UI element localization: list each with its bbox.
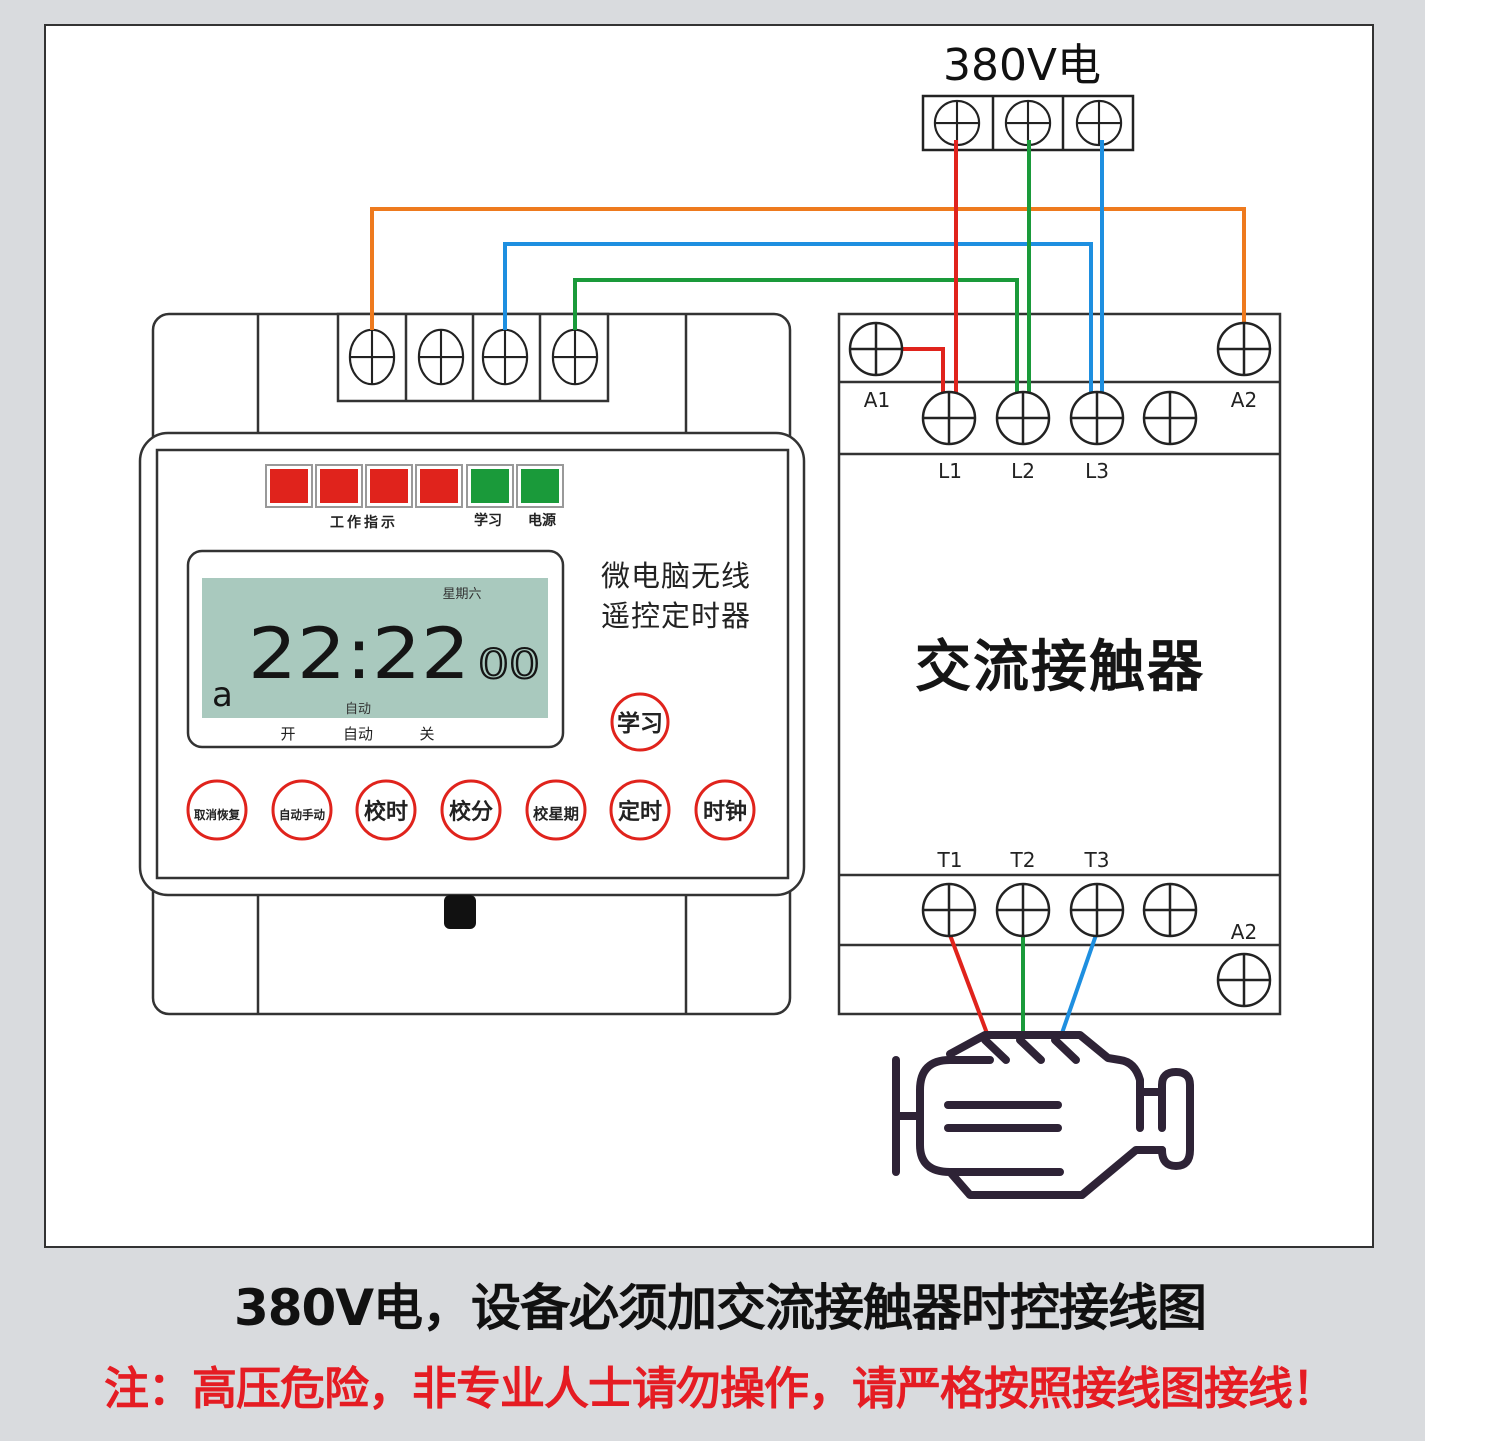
wires bbox=[370, 140, 1246, 1037]
contactor-title: 交流接触器 bbox=[915, 635, 1205, 700]
product-name-line1: 微电脑无线 bbox=[601, 559, 751, 593]
contactor-l3-screw-icon bbox=[1069, 390, 1125, 446]
lcd-display bbox=[186, 549, 565, 749]
wire-a1-red bbox=[900, 347, 945, 396]
indicator-label-work: 工作指示 bbox=[330, 514, 398, 531]
control-button[interactable]: 时钟 bbox=[694, 779, 756, 841]
indicator-lights bbox=[265, 464, 564, 508]
wire-motor-blue bbox=[1059, 934, 1098, 1037]
control-button[interactable]: 自动手动 bbox=[271, 779, 333, 841]
control-button[interactable]: 校星期 bbox=[525, 779, 587, 841]
control-buttons: 取消恢复 自动手动 校时 校分 校星期 定时 时钟 bbox=[186, 779, 756, 841]
indicator-label-power: 电源 bbox=[528, 512, 556, 529]
contactor-label-l2: L2 bbox=[1011, 459, 1035, 483]
control-button-ring bbox=[355, 779, 417, 841]
control-button-label: 校星期 bbox=[533, 805, 579, 823]
control-button-label: 取消恢复 bbox=[194, 807, 241, 822]
contactor-l2-screw-icon bbox=[995, 390, 1051, 446]
contactor-spare-bottom-screw-icon bbox=[1142, 882, 1198, 938]
learn-button[interactable]: 学习 bbox=[610, 692, 670, 752]
indicator-light-green bbox=[471, 469, 509, 503]
control-button-ring bbox=[609, 779, 671, 841]
contactor-device bbox=[837, 312, 1282, 1016]
contactor-label-l1: L1 bbox=[938, 459, 962, 483]
contactor-a2-screw-icon bbox=[1216, 321, 1272, 377]
lcd-seconds: 00 bbox=[478, 642, 540, 688]
control-button[interactable]: 校分 bbox=[440, 779, 502, 841]
contactor-label-t2: T2 bbox=[1010, 848, 1036, 872]
learn-button-label: 学习 bbox=[617, 710, 663, 737]
wire-motor-red bbox=[948, 934, 990, 1037]
control-button-label: 校分 bbox=[449, 799, 493, 825]
contactor-label-t1: T1 bbox=[937, 848, 963, 872]
lcd-label-auto: 自动 bbox=[343, 725, 373, 743]
contactor-spare-screw-icon bbox=[1142, 390, 1198, 446]
contactor-label-l3: L3 bbox=[1085, 459, 1109, 483]
power-terminal-screw-icon bbox=[933, 99, 981, 147]
control-button[interactable]: 定时 bbox=[609, 779, 671, 841]
timer-terminal-screw-icon bbox=[348, 328, 396, 386]
contactor-a1-screw-icon bbox=[848, 321, 904, 377]
contactor-label-t3: T3 bbox=[1084, 848, 1110, 872]
indicator-light-green bbox=[521, 469, 559, 503]
power-terminal-screw-icon bbox=[1075, 99, 1123, 147]
timer-switch-knob[interactable] bbox=[444, 895, 476, 929]
control-button-label: 时钟 bbox=[703, 799, 747, 825]
indicator-light-red bbox=[270, 469, 308, 503]
timer-terminal-screw-icon bbox=[481, 328, 529, 386]
contactor-t1-screw-icon bbox=[921, 882, 977, 938]
motor-icon bbox=[892, 1031, 1194, 1199]
diagram-caption-title: 380V电，设备必须加交流接触器时控接线图 bbox=[233, 1279, 1207, 1337]
timer-terminal-screw-icon bbox=[417, 328, 465, 386]
control-button[interactable]: 取消恢复 bbox=[186, 779, 248, 841]
control-button[interactable]: 校时 bbox=[355, 779, 417, 841]
wire-timer-blue bbox=[503, 242, 1093, 396]
indicator-label-learn: 学习 bbox=[474, 512, 502, 529]
control-button-ring bbox=[271, 779, 333, 841]
wire-coil-orange bbox=[370, 207, 1246, 330]
contactor-t3-screw-icon bbox=[1069, 882, 1125, 938]
control-button-ring bbox=[525, 779, 587, 841]
power-source-label: 380V电 bbox=[943, 40, 1101, 91]
indicator-light-red bbox=[370, 469, 408, 503]
contactor-label-a2: A2 bbox=[1231, 388, 1257, 412]
control-button-ring bbox=[694, 779, 756, 841]
wire-timer-green bbox=[573, 278, 1019, 396]
lcd-label-off: 关 bbox=[419, 725, 434, 743]
safety-warning: 注：高压危险，非专业人士请勿操作，请严格按照接线图接线！ bbox=[103, 1362, 1337, 1415]
contactor-label-bottom-a2: A2 bbox=[1231, 920, 1257, 944]
contactor-l1-screw-icon bbox=[921, 390, 977, 446]
control-button-ring bbox=[186, 779, 248, 841]
control-button-ring bbox=[440, 779, 502, 841]
lcd-weekday: 星期六 bbox=[442, 587, 481, 602]
contactor-label-a1: A1 bbox=[864, 388, 890, 412]
indicator-light-red bbox=[420, 469, 458, 503]
contactor-t2-screw-icon bbox=[995, 882, 1051, 938]
timer-terminal-screw-icon bbox=[551, 328, 599, 386]
lcd-mode: 自动 bbox=[345, 702, 371, 717]
lcd-time: 22:22 bbox=[248, 613, 470, 695]
contactor-bottom-a2-screw-icon bbox=[1216, 952, 1272, 1008]
control-button-label: 定时 bbox=[618, 799, 662, 825]
product-name-line2: 遥控定时器 bbox=[601, 599, 751, 633]
lcd-label-on: 开 bbox=[280, 725, 295, 743]
power-terminal-screw-icon bbox=[1004, 99, 1052, 147]
indicator-light-red bbox=[320, 469, 358, 503]
lcd-mode-indicator: a bbox=[212, 675, 233, 715]
control-button-label: 校时 bbox=[364, 799, 408, 825]
control-button-label: 自动手动 bbox=[279, 807, 325, 822]
